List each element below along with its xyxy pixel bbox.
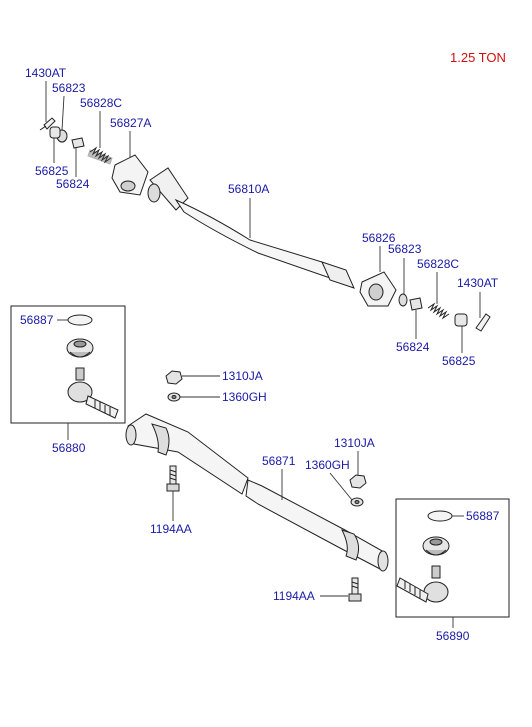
label-56823-lower: 56823 [388, 242, 422, 256]
label-56887-left: 56887 [20, 313, 54, 327]
label-1360gh-mid: 1360GH [222, 390, 267, 404]
cap-lower [454, 313, 468, 327]
ball-joint-left [67, 367, 119, 419]
label-56810a: 56810A [228, 182, 269, 196]
label-1194aa-left: 1194AA [150, 522, 192, 536]
boot-right [427, 510, 453, 522]
label-56828c-upper: 56828C [80, 96, 122, 110]
capacity-label: 1.25 TON [450, 50, 506, 65]
label-56887-right: 56887 [466, 509, 500, 523]
drag-link-tube [147, 167, 355, 289]
ball-joint-right [396, 565, 449, 603]
label-56880: 56880 [52, 441, 86, 455]
spring-upper [87, 146, 113, 165]
nut-mid [165, 370, 183, 385]
label-1360gh-right: 1360GH [305, 458, 350, 472]
tie-rod-tube [125, 413, 389, 572]
boot-left [67, 314, 93, 326]
cotter-pin-lower [475, 313, 491, 332]
socket-lower [359, 271, 397, 307]
tie-rod-end-right-box: 56887 [395, 498, 510, 618]
washer-mid [167, 392, 181, 402]
label-1310ja-right: 1310JA [334, 436, 375, 450]
nut-right [349, 474, 367, 489]
washer-right [350, 497, 364, 507]
label-56824-upper: 56824 [56, 177, 90, 191]
dust-cover-left [66, 338, 94, 358]
seat-lower [409, 297, 423, 311]
label-1194aa-right: 1194AA [273, 589, 315, 603]
bolt-right [348, 577, 362, 602]
tie-rod-end-left-box: 56887 [10, 305, 126, 424]
label-56890: 56890 [436, 629, 470, 643]
seat-upper [71, 137, 85, 149]
label-56871: 56871 [262, 454, 296, 468]
bolt-left [166, 465, 180, 492]
label-1430at-lower: 1430AT [457, 276, 499, 290]
cap-upper [49, 126, 61, 139]
label-1310ja-mid: 1310JA [222, 369, 263, 383]
label-56828c-lower: 56828C [417, 257, 459, 271]
dust-cover-right [422, 536, 450, 556]
spring-lower [427, 302, 450, 320]
label-56827a: 56827A [110, 116, 151, 130]
drag-link-assembly [39, 117, 491, 332]
socket-upper [111, 154, 149, 196]
label-56823-upper: 56823 [52, 81, 86, 95]
label-56824-lower: 56824 [396, 340, 430, 354]
label-56826: 56826 [362, 231, 396, 245]
label-1430at-upper: 1430AT [25, 66, 67, 80]
label-56825-lower: 56825 [442, 354, 476, 368]
label-56825-upper: 56825 [35, 164, 69, 178]
washer-lower [398, 293, 408, 307]
cotter-pin-upper [39, 117, 56, 131]
